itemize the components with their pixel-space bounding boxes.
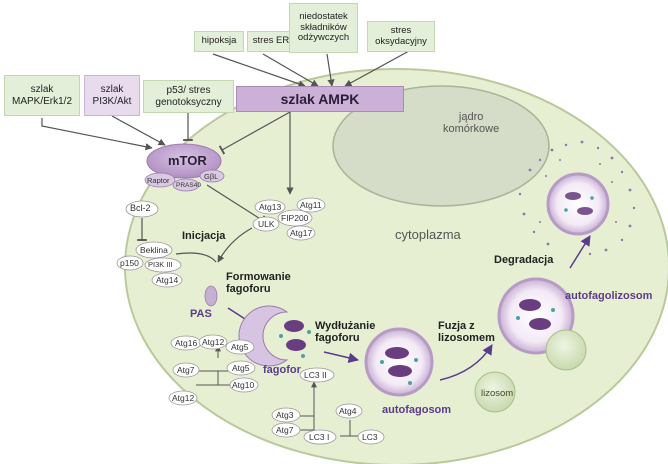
phagophore-cargo [279,320,311,358]
atg10-label: Atg10 [232,380,255,390]
atg-nodes [168,334,385,445]
raptor-subunit [144,172,176,188]
arrow-hipoksja-ampk [212,53,306,88]
degraded-vesicle-cargo [564,192,594,215]
atg13-label: Atg13 [259,202,282,212]
raptor-label: Raptor [147,176,170,185]
atg5-mid-label: Atg5 [232,363,250,373]
fusion-label: Fuzja z lizosomem [438,320,495,344]
atg7-lower-label: Atg7 [276,425,294,435]
atg12-upper-label: Atg12 [202,337,225,347]
autophagolysosome-label: autofagolizosom [565,290,653,302]
arrow-fusion [439,344,493,381]
fip200-label: FIP200 [281,213,309,223]
atg-conjugation-lines [180,345,360,437]
bcl2-label: Bcl-2 [130,203,151,213]
mapk-box: szlak MAPK/Erk1/2 [4,75,80,116]
lc3-label: LC3 [362,432,378,442]
fusing-lysosome [545,329,587,371]
arrow-pi3k-mtor [111,115,166,146]
ulk-label: ULK [258,219,275,229]
lysosome [474,371,516,413]
arrow-stres-er-ampk [262,53,319,87]
degraded-vesicle [546,172,610,236]
atg11-label: Atg11 [300,200,322,210]
mtor-label: mTOR [168,153,207,168]
atg11-node [296,197,326,213]
atg17-label: Atg17 [290,228,313,238]
pras40-label: PRAS40 [176,182,201,189]
atg17-node [286,225,316,241]
ampk-box: szlak AMPK [236,86,404,112]
nucleus [332,85,550,207]
arrow-oxidative-ampk [344,50,410,87]
hipoksja-box: hipoksja [194,31,244,52]
elongation-label: Wydłużanie fagoforu [315,320,376,344]
autophagolysosome-cargo [516,299,555,330]
autophagosome-label: autofagosom [382,404,452,416]
bcl2-node [125,200,159,218]
atg5-upper-label: Atg5 [231,342,249,352]
atg13-node [254,199,286,215]
arrow-mapk-mtor [41,118,153,151]
niedostatek-box: niedostatek składników odżywczych [289,3,358,53]
stres-oksydacyjny-box: stres oksydacyjny [367,21,435,52]
autophagosome-cargo [380,347,418,385]
p53-box: p53/ stres genotoksyczny [143,80,234,113]
degradation-label: Degradacja [494,254,554,266]
fip200-node [277,209,313,227]
pras40-subunit [172,178,200,192]
p150-label: p150 [120,258,139,268]
degradation-particles [518,140,636,256]
atg16-label: Atg16 [175,338,198,348]
inhibit-ampk-mtor [218,111,291,155]
beclin-node [135,241,173,259]
arrow-ulk-initiation [217,227,253,263]
pi3k-node [144,257,182,273]
beclin-label: Beklina [140,245,168,255]
stres-er-box: stres ER [247,31,295,52]
arrow-beclin-initiation [175,252,217,263]
phagophore-formation-label: Formowanie fagoforu [226,271,291,295]
lysosome-label: lizosom [481,388,514,399]
gbl-label: GβL [204,172,219,181]
arrow-degradation [569,235,591,269]
pi3k-akt-box: szlak PI3K/Akt [84,75,140,116]
lc3-ii-label: LC3 II [304,370,327,380]
phagophore-label: fagofor [263,364,301,376]
atg3-label: Atg3 [276,410,294,420]
p150-node [116,255,144,271]
gbl-subunit [199,169,225,183]
arrow-phagophore-autophagosome [323,351,360,363]
inhibit-mtor-ulk [206,184,266,225]
atg14-label: Atg14 [156,275,179,285]
lc3-i-label: LC3 I [309,432,330,442]
mtor-complex [146,143,222,179]
pas-label: PAS [190,308,212,320]
ulk-node [252,216,280,232]
pas-structure [204,285,218,307]
pi3k-iii-label: PI3K III [148,260,173,269]
cytoplasm-label: cytoplazma [395,227,461,242]
atg12-lower-label: Atg12 [172,393,195,403]
arrow-nutrient-ampk [326,53,335,87]
nucleus-label: jądro komórkowe [443,111,500,135]
atg4-label: Atg4 [339,406,357,416]
autophagosome [364,327,434,397]
atg14-node [151,272,183,288]
initiation-label: Inicjacja [182,230,226,242]
atg7-upper-label: Atg7 [177,365,195,375]
